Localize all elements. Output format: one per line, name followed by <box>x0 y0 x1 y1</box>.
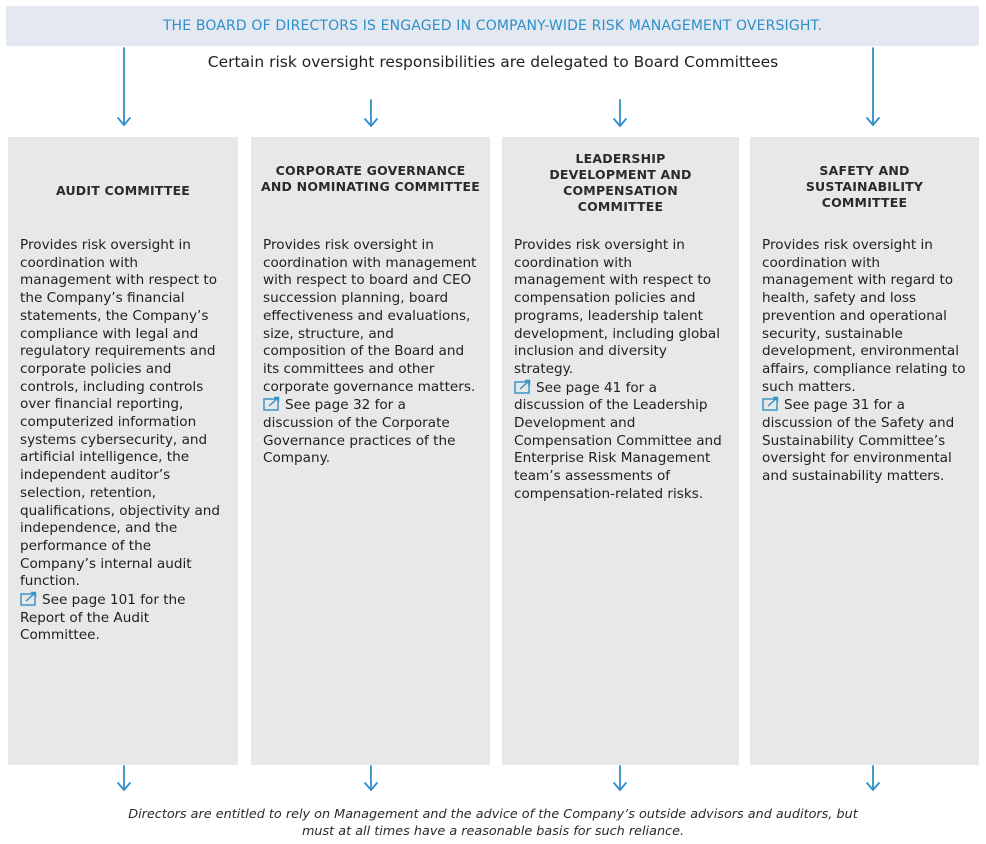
leadership-compensation-committee-column: LEADERSHIP DEVELOPMENT AND COMPENSATION … <box>502 137 739 765</box>
committee-reference: See page 32 for a discussion of the Corp… <box>263 396 478 468</box>
external-link-icon <box>762 397 779 412</box>
committee-description: Provides risk oversight in coordination … <box>514 237 721 377</box>
committee-body: Provides risk oversight in coordination … <box>263 237 478 468</box>
committee-reference: See page 31 for a discussion of the Safe… <box>762 396 967 486</box>
external-link-icon <box>263 397 280 412</box>
arrow-down-icon <box>364 99 378 127</box>
arrow-down-icon <box>613 765 627 791</box>
arrow-down-icon <box>866 47 880 126</box>
committee-description: Provides risk oversight in coordination … <box>263 237 477 395</box>
committee-title: AUDIT COMMITTEE <box>55 183 191 198</box>
committee-reference: See page 41 for a discussion of the Lead… <box>514 379 727 504</box>
committee-title: CORPORATE GOVERNANCE AND NOMINATING COMM… <box>261 163 481 194</box>
committee-body: Provides risk oversight in coordination … <box>514 237 727 504</box>
delegation-subtitle: Certain risk oversight responsibilities … <box>207 53 779 71</box>
reference-text: See page 41 for a discussion of the Lead… <box>514 379 722 502</box>
committee-body: Provides risk oversight in coordination … <box>20 237 226 645</box>
committee-title: SAFETY AND SUSTAINABILITY COMMITTEE <box>805 163 924 210</box>
reliance-footnote: Directors are entitled to rely on Manage… <box>128 807 858 839</box>
arrow-down-icon <box>613 99 627 127</box>
arrow-down-icon <box>364 765 378 791</box>
committee-description: Provides risk oversight in coordination … <box>20 237 221 590</box>
committee-reference: See page 101 for the Report of the Audit… <box>20 591 226 645</box>
arrow-down-icon <box>866 765 880 791</box>
reference-text: See page 31 for a discussion of the Safe… <box>762 397 955 485</box>
arrow-down-icon <box>117 47 131 126</box>
committee-body: Provides risk oversight in coordination … <box>762 237 967 486</box>
committee-description: Provides risk oversight in coordination … <box>762 237 966 395</box>
external-link-icon <box>514 379 531 394</box>
audit-committee-column: AUDIT COMMITTEE Provides risk oversight … <box>8 137 238 765</box>
safety-sustainability-committee-column: SAFETY AND SUSTAINABILITY COMMITTEE Prov… <box>750 137 979 765</box>
reference-text: See page 101 for the Report of the Audit… <box>20 592 186 644</box>
external-link-icon <box>20 591 37 606</box>
board-oversight-banner: THE BOARD OF DIRECTORS IS ENGAGED IN COM… <box>6 6 979 46</box>
corporate-governance-committee-column: CORPORATE GOVERNANCE AND NOMINATING COMM… <box>251 137 490 765</box>
reference-text: See page 32 for a discussion of the Corp… <box>263 397 456 467</box>
committee-title: LEADERSHIP DEVELOPMENT AND COMPENSATION … <box>549 151 692 214</box>
arrow-down-icon <box>117 765 131 791</box>
